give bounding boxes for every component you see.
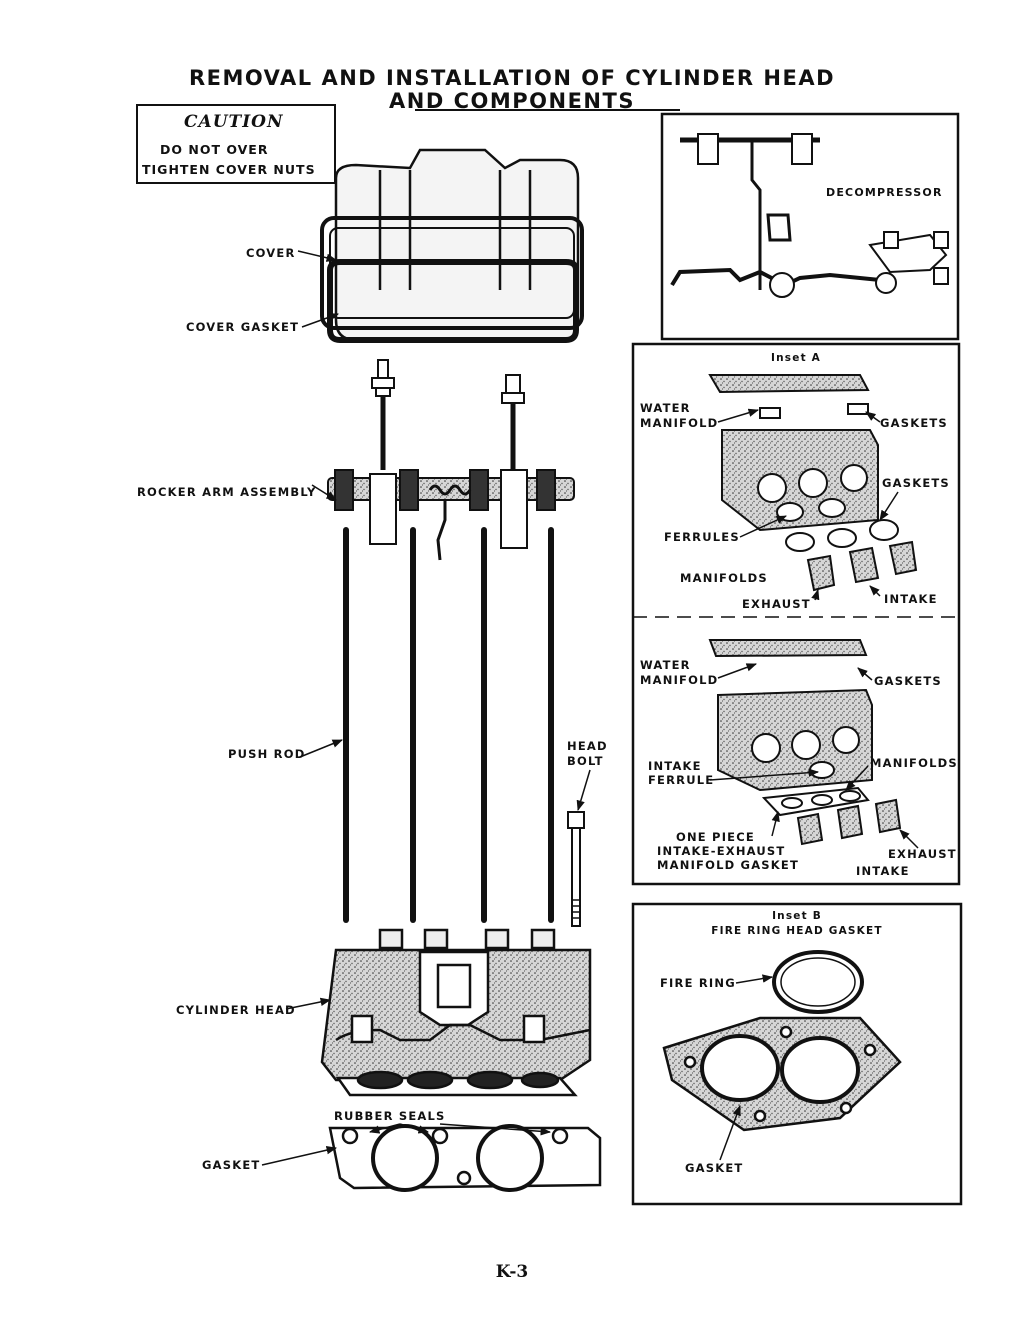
cylinder-head [320, 928, 592, 1097]
inset-a-bottom-one-piece-3: MANIFOLD GASKET [657, 858, 799, 872]
page-title-line2: AND COMPONENTS [389, 89, 635, 113]
cylinder-head-leader [285, 997, 332, 1010]
head-gasket [328, 1124, 602, 1192]
inset-a-top-water-2: MANIFOLD [640, 416, 719, 430]
label-rubber-seals: RUBBER SEALS [334, 1109, 446, 1123]
caution-heading: CAUTION [184, 112, 284, 132]
page-title-line1: REMOVAL AND INSTALLATION OF CYLINDER HEA… [188, 66, 836, 90]
label-rocker-arm-assembly: ROCKER ARM ASSEMBLY [137, 485, 317, 499]
inset-a-bottom-intake-1: INTAKE [648, 759, 702, 773]
rocker-leader [311, 484, 337, 501]
inset-b-title-1: Inset B [772, 910, 822, 922]
label-head-bolt-1: HEAD [567, 739, 608, 753]
gasket-leader [261, 1146, 338, 1166]
label-push-rod: PUSH ROD [228, 747, 306, 761]
label-cover-gasket: COVER GASKET [186, 320, 300, 334]
inset-a-top-gaskets-2: GASKETS [882, 476, 950, 490]
inset-a-bottom-intake: INTAKE [856, 864, 910, 878]
inset-a-top-exhaust: EXHAUST [742, 597, 811, 611]
label-cylinder-head: CYLINDER HEAD [176, 1003, 296, 1017]
fire-ring [772, 950, 864, 1014]
head-bolt [567, 811, 585, 927]
inset-b-fire-ring: FIRE RING [660, 976, 736, 990]
push-rod-leader [299, 739, 343, 758]
head-bolt-leader [576, 769, 591, 812]
inset-b-gasket [662, 1016, 902, 1132]
fire-ring-leader [735, 974, 774, 984]
inset-a-top-gaskets-1: GASKETS [880, 416, 948, 430]
label-gasket: GASKET [202, 1158, 261, 1172]
cover-gasket [327, 259, 579, 343]
inset-a-bottom-leaders [709, 663, 919, 849]
label-cover: COVER [246, 246, 296, 260]
caution-line2: TIGHTEN COVER NUTS [142, 162, 316, 177]
inset-a-bottom-parts [708, 639, 902, 846]
inset-b-gasket: GASKET [685, 1161, 744, 1175]
rocker-arm-assembly [327, 469, 575, 561]
inset-a-bottom-one-piece-1: ONE PIECE [676, 830, 755, 844]
page-number: K-3 [495, 1262, 529, 1282]
rocker-stud-right [501, 374, 525, 470]
decompressor-box [660, 112, 960, 341]
push-rods [343, 527, 554, 923]
inset-a-top-parts [708, 374, 918, 592]
inset-b-title-2: FIRE RING HEAD GASKET [711, 925, 883, 937]
caution-box: CAUTION DO NOT OVER TIGHTEN COVER NUTS [136, 104, 336, 184]
inset-a-top-intake: INTAKE [884, 592, 938, 606]
rocker-stud-left [371, 359, 395, 470]
inset-a-bottom-water-2: MANIFOLD [640, 673, 719, 687]
inset-b-gasket-leader [719, 1105, 741, 1161]
inset-a-top-manifolds: MANIFOLDS [680, 571, 768, 585]
inset-a-bottom-manifolds: MANIFOLDS [870, 756, 958, 770]
cover-gasket-leader [301, 313, 339, 328]
decompressor-parts [670, 133, 949, 298]
inset-a-top-ferrules: FERRULES [664, 530, 740, 544]
cover-leader [297, 250, 338, 262]
label-head-bolt-2: BOLT [567, 754, 604, 768]
inset-a-top-leaders [717, 408, 899, 601]
label-decompressor: DECOMPRESSOR [826, 186, 943, 199]
inset-a-bottom-intake-2: FERRULE [648, 773, 715, 787]
inset-a-bottom-one-piece-2: INTAKE-EXHAUST [657, 844, 786, 858]
caution-line1: DO NOT OVER [160, 142, 269, 157]
inset-a-box [631, 342, 961, 886]
inset-a-bottom-gaskets: GASKETS [874, 674, 942, 688]
cover [320, 148, 584, 342]
inset-a-bottom-water-1: WATER [640, 658, 691, 672]
inset-a-title: Inset A [771, 352, 821, 364]
inset-b-box [631, 902, 963, 1206]
inset-a-bottom-exhaust: EXHAUST [888, 847, 957, 861]
rubber-seal-leaders [368, 1123, 552, 1136]
inset-a-top-water-1: WATER [640, 401, 691, 415]
